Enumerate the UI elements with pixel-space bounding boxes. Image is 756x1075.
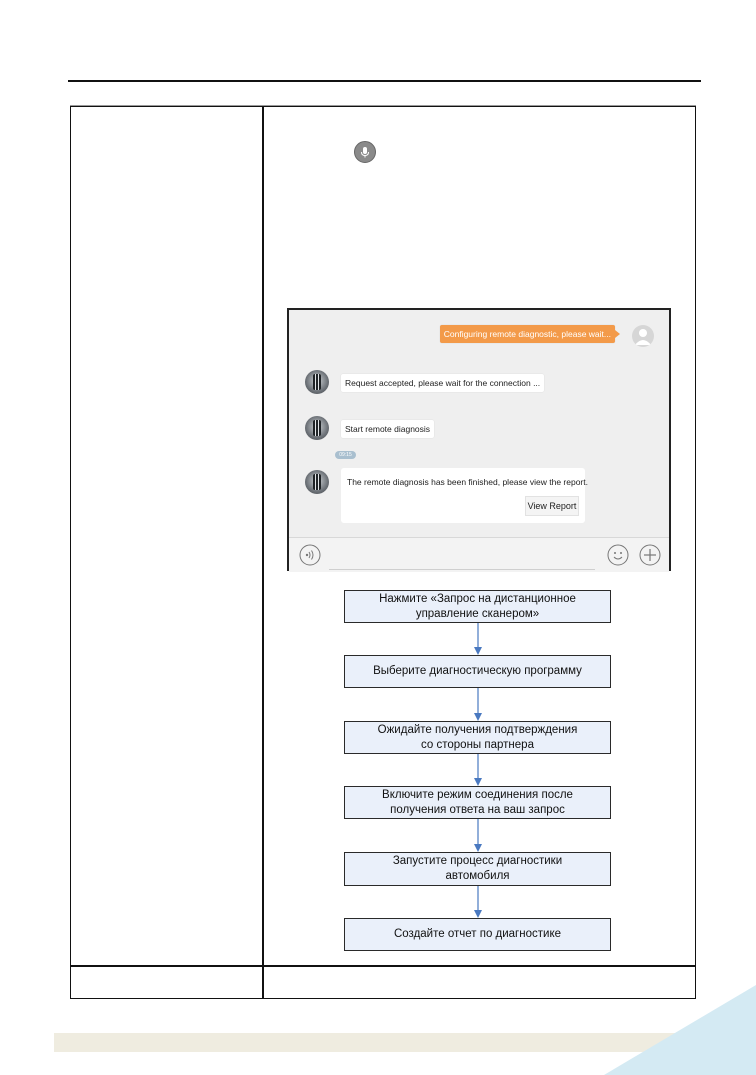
time-badge: 09:15	[335, 451, 356, 459]
flow-arrow	[474, 819, 482, 852]
flow-step-select-program: Выберите диагностическую программу	[344, 655, 611, 688]
flow-step-line: Создайте отчет по диагностике	[393, 928, 561, 940]
flow-step-line: Нажмите «Запрос на дистанционное	[379, 592, 576, 605]
flow-step-create-report: Создайте отчет по диагностике	[344, 918, 611, 951]
emoji-icon[interactable]	[607, 544, 629, 566]
flow-step-line: Включите режим соединения после	[382, 788, 573, 801]
flow-step-await-confirmation: Ожидайте получения подтверждения со сторо…	[344, 721, 611, 754]
partner-avatar	[305, 470, 329, 494]
incoming-message-bubble: Request accepted, please wait for the co…	[341, 374, 545, 392]
flow-arrow	[474, 623, 482, 655]
footer-bar	[54, 1033, 694, 1052]
flow-arrow	[474, 754, 482, 786]
remote-diagnosis-chat-screenshot: Configuring remote diagnostic, please wa…	[287, 308, 671, 572]
partner-avatar	[305, 370, 329, 394]
message-input[interactable]	[329, 569, 595, 570]
flow-step-line: Выберите диагностическую программу	[373, 665, 582, 677]
chat-input-bar	[289, 537, 669, 572]
header-rule	[68, 80, 701, 82]
incoming-message-bubble: Start remote diagnosis	[341, 420, 435, 438]
flow-step-line: автомобиля	[445, 870, 510, 882]
flow-arrow	[474, 886, 482, 918]
user-avatar	[632, 325, 654, 347]
report-message-card: The remote diagnosis has been finished, …	[341, 468, 588, 523]
flow-step-line: со стороны партнера	[421, 738, 534, 751]
table-top-rule	[70, 105, 696, 106]
row-divider	[71, 965, 695, 967]
flow-arrow	[474, 688, 482, 721]
flow-step-request-remote-control: Нажмите «Запрос на дистанционное управлен…	[344, 590, 611, 623]
column-divider	[262, 107, 264, 998]
flow-step-line: управление сканером»	[415, 607, 540, 620]
outgoing-message-bubble: Configuring remote diagnostic, please wa…	[439, 325, 621, 343]
flow-step-line: получения ответа на ваш запрос	[390, 803, 565, 816]
flow-step-line: Запустите процесс диагностики	[392, 855, 563, 867]
plus-icon[interactable]	[639, 544, 661, 566]
flow-step-line: Ожидайте получения подтверждения	[377, 723, 578, 736]
report-message-text: The remote diagnosis has been finished, …	[347, 477, 588, 487]
document-table	[70, 105, 696, 999]
flow-step-enable-connection: Включите режим соединения после получения…	[344, 786, 611, 819]
partner-avatar	[305, 416, 329, 440]
view-report-button[interactable]: View Report	[525, 496, 579, 516]
microphone-icon	[354, 141, 376, 163]
flow-step-start-diagnosis: Запустите процесс диагностики автомобиля	[344, 852, 611, 886]
voice-input-icon[interactable]	[299, 544, 321, 566]
